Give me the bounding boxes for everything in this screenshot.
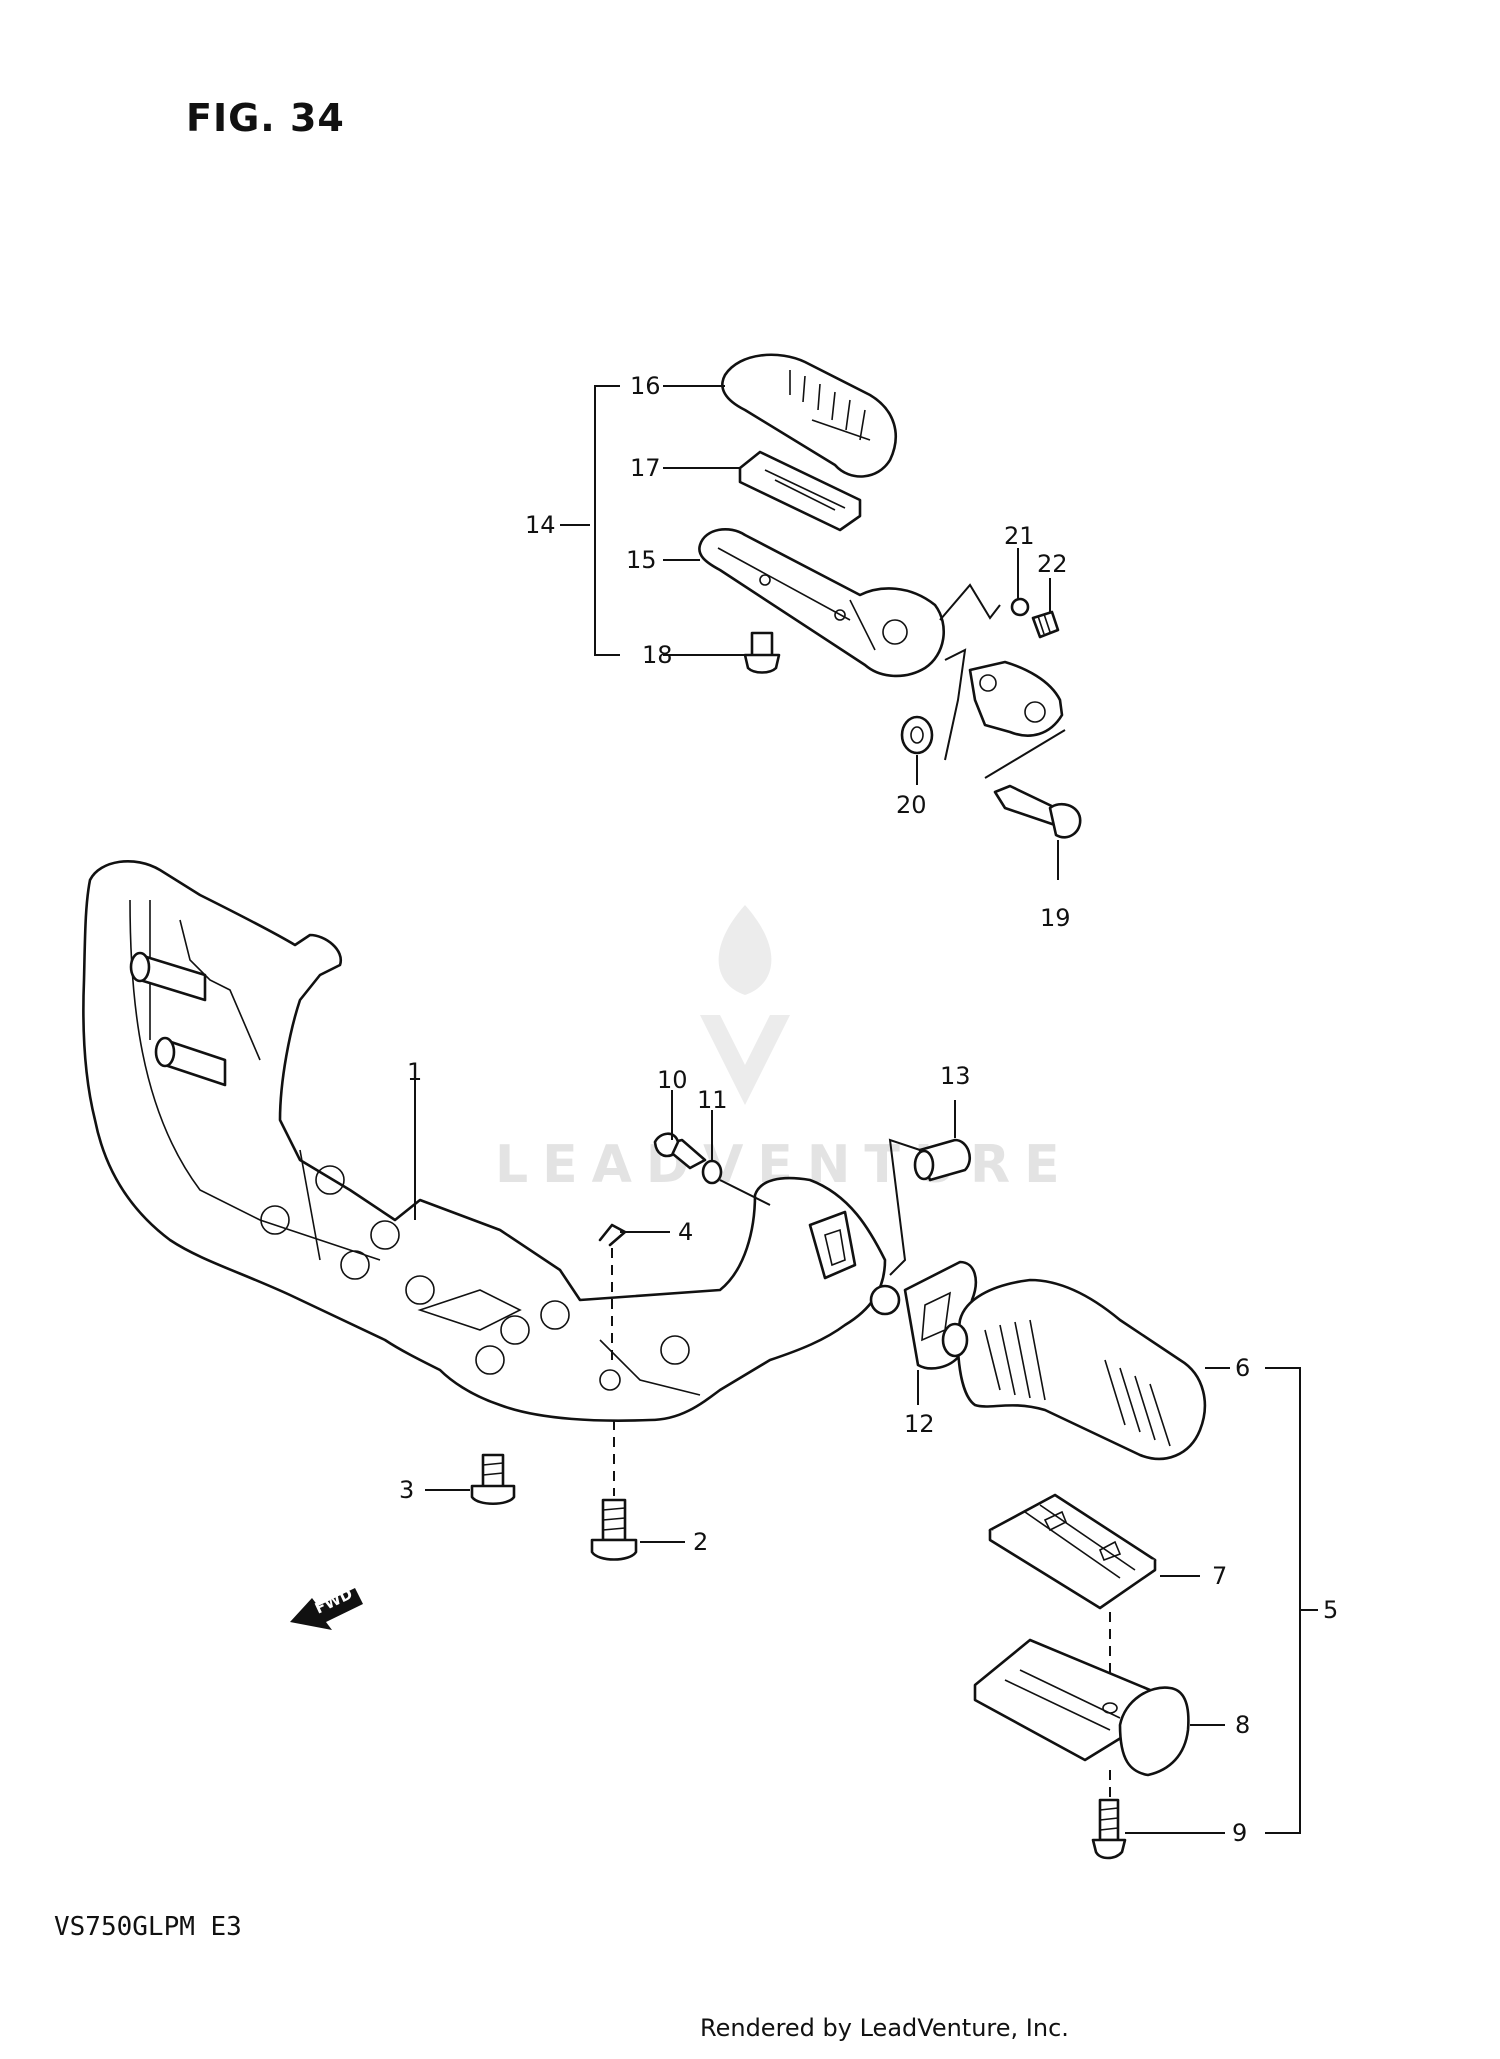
pin-19 [993, 784, 1082, 880]
callout-21: 21 [1004, 522, 1035, 550]
callout-16: 16 [630, 372, 661, 400]
callout-18: 18 [642, 641, 673, 669]
washer-20 [900, 715, 934, 755]
footpeg-bracket-upper [698, 527, 945, 678]
footpeg-plate-upper [738, 450, 862, 532]
callout-13: 13 [940, 1062, 971, 1090]
callout-11: 11 [697, 1086, 728, 1114]
screw-18 [743, 631, 781, 674]
footpeg-rubber-upper [721, 353, 897, 478]
group-bracket-5 [1265, 1367, 1318, 1834]
callout-22: 22 [1037, 550, 1068, 578]
callout-2: 2 [693, 1528, 709, 1556]
footer-credit: Rendered by LeadVenture, Inc. [700, 2014, 1069, 2042]
callout-8: 8 [1235, 1711, 1251, 1739]
model-code: VS750GLPM E3 [54, 1912, 242, 1942]
callout-20: 20 [896, 791, 927, 819]
callout-4: 4 [678, 1218, 694, 1246]
footpeg-plate-7 [988, 1493, 1200, 1700]
cotter-pin-4 [598, 1223, 670, 1360]
rear-footpeg-assembly [594, 353, 1082, 880]
callout-9: 9 [1232, 1819, 1248, 1847]
callout-19: 19 [1040, 904, 1071, 932]
footpeg-rubber-6 [941, 1278, 1230, 1461]
bolt-10 [653, 1090, 707, 1170]
callout-1: 1 [407, 1058, 423, 1086]
callout-10: 10 [657, 1066, 688, 1094]
callout-17: 17 [630, 454, 661, 482]
callout-7: 7 [1212, 1562, 1228, 1590]
screw-9 [1091, 1798, 1225, 1860]
callout-12: 12 [904, 1410, 935, 1438]
washer-11 [701, 1110, 771, 1206]
fwd-arrow-icon: FWD [290, 1585, 363, 1630]
ball-21 [1010, 597, 1030, 617]
footpeg-holder [968, 660, 1064, 737]
callout-15: 15 [626, 546, 657, 574]
callout-5: 5 [1323, 1596, 1339, 1624]
callout-6: 6 [1235, 1354, 1251, 1382]
spring-22 [1031, 610, 1060, 639]
figure-title: FIG. 34 [186, 96, 345, 140]
footpeg-base-8 [973, 1638, 1225, 1800]
footrest-bracket-main [82, 859, 901, 1422]
bolt-2 [590, 1420, 685, 1561]
pin-13 [888, 1100, 971, 1276]
callout-14: 14 [525, 511, 556, 539]
callout-3: 3 [399, 1476, 415, 1504]
bolt-3 [425, 1453, 516, 1506]
watermark-logo [700, 905, 790, 1105]
